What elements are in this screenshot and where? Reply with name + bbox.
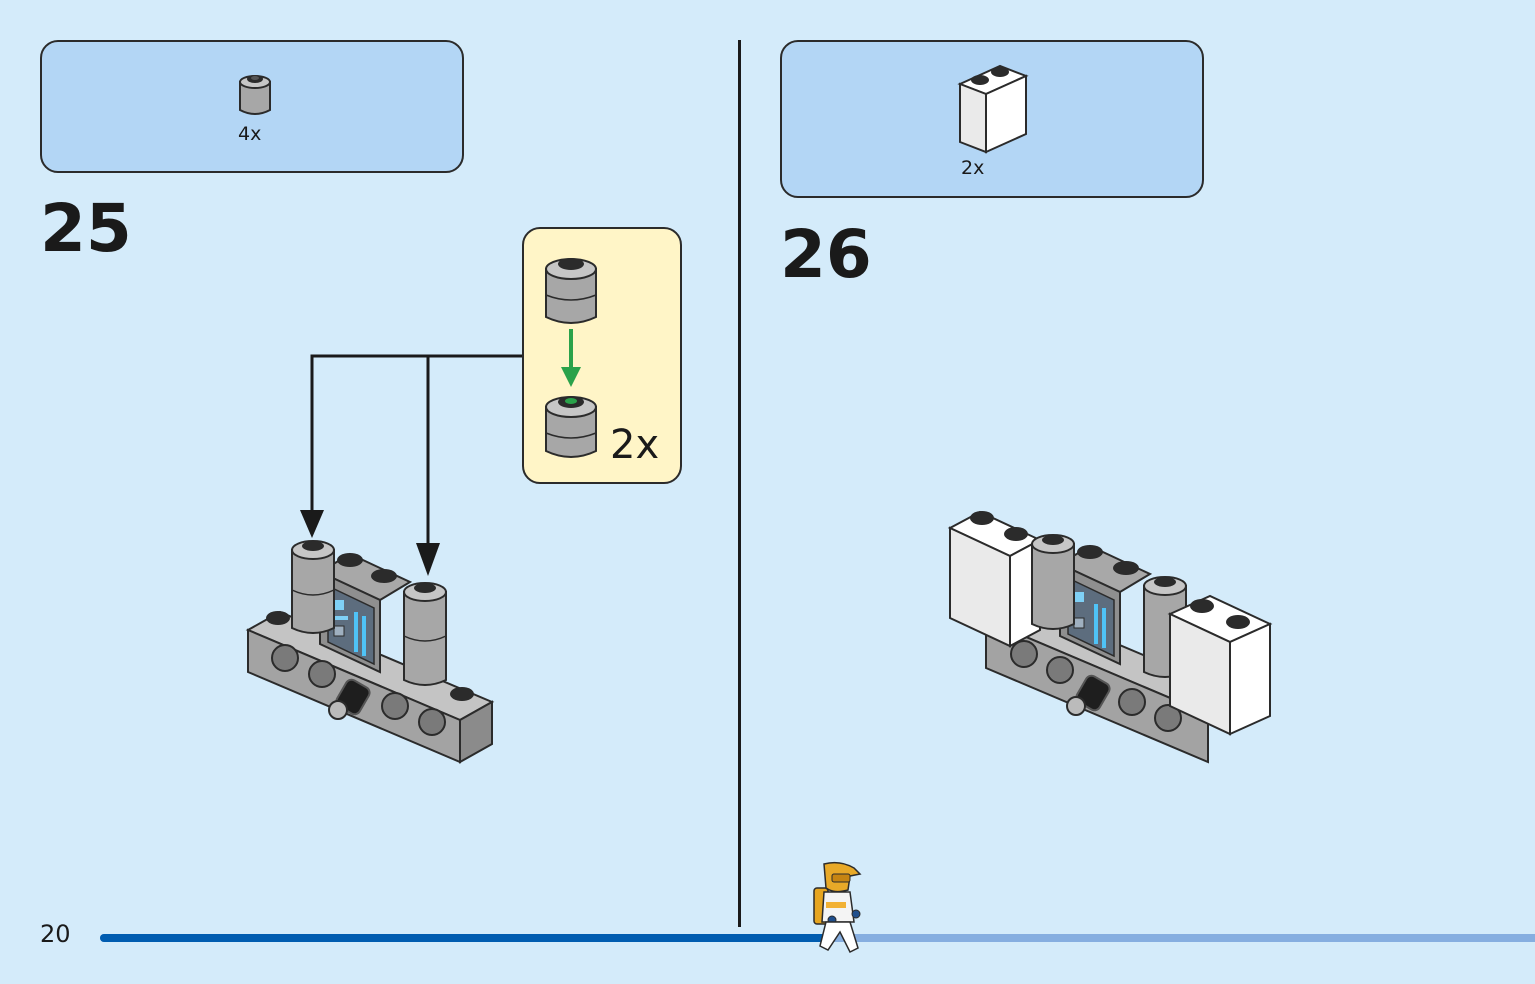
- minifigure-icon: [813, 861, 862, 954]
- stacked-round-bricks-icon: [545, 258, 597, 458]
- part-count: 4x: [238, 123, 262, 145]
- parts-box-step-26: 2x: [780, 40, 1204, 198]
- progress-fill: [100, 934, 832, 942]
- page-number: 20: [40, 920, 71, 948]
- white-brick-1x2x2-icon: [957, 64, 1029, 154]
- model-step-25: [245, 540, 495, 764]
- sub-assembly-callout: 2x: [522, 227, 682, 484]
- round-brick-gray-icon: [239, 75, 271, 115]
- step-divider: [738, 40, 741, 927]
- step-number: 25: [40, 190, 132, 267]
- placement-arrows: [300, 354, 522, 576]
- part-count: 2x: [961, 157, 985, 179]
- progress-bar: [100, 934, 1535, 942]
- sub-assembly-multiplier: 2x: [610, 422, 660, 468]
- parts-box-step-25: 4x: [40, 40, 464, 173]
- step-number: 26: [780, 216, 872, 293]
- model-step-26: [947, 510, 1273, 764]
